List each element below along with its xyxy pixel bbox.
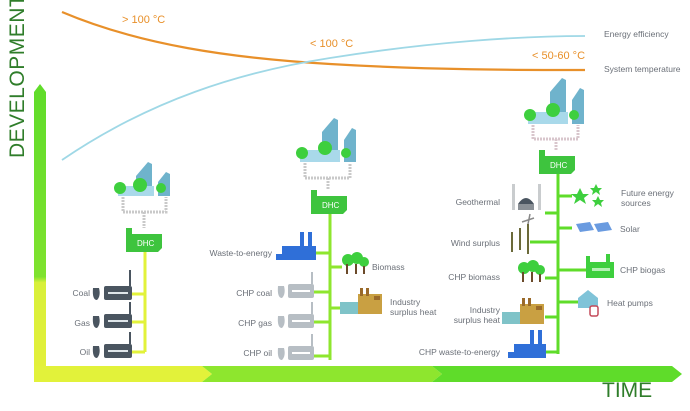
dhc-box bbox=[126, 228, 162, 252]
fossil-plant-icon bbox=[92, 332, 132, 358]
system-temperature-curve bbox=[61, 10, 586, 72]
energy-efficiency-curve bbox=[61, 35, 586, 161]
chp-plant-icon bbox=[277, 302, 314, 328]
source-label: Solar bbox=[620, 224, 640, 234]
time-axis-segment-2 bbox=[202, 366, 442, 382]
temperature-label-gen1: > 100 °C bbox=[122, 14, 166, 26]
dhc-label: DHC bbox=[550, 161, 568, 170]
trees-icon bbox=[342, 252, 369, 274]
chp-plant-icon bbox=[277, 272, 314, 298]
x-axis-label: TIME bbox=[602, 379, 653, 402]
source-label: Industry bbox=[390, 297, 421, 307]
city-icon bbox=[524, 78, 584, 124]
source-label: CHP gas bbox=[238, 318, 272, 328]
source-label: Future energy bbox=[621, 188, 674, 198]
source-label: Coal bbox=[72, 288, 90, 298]
solar-panel-icon bbox=[576, 222, 612, 232]
source-label: Oil bbox=[79, 347, 90, 357]
source-label: Biomass bbox=[372, 262, 405, 272]
geothermal-icon bbox=[512, 184, 541, 210]
temperature-label-gen2: < 100 °C bbox=[310, 38, 354, 50]
waste-plant-icon bbox=[508, 330, 546, 358]
chp-plant-icon bbox=[277, 334, 314, 360]
source-label: surplus heat bbox=[453, 315, 500, 325]
time-axis-segment-1 bbox=[34, 366, 212, 382]
source-label: CHP oil bbox=[243, 348, 272, 358]
source-label: Geothermal bbox=[455, 197, 500, 207]
temperature-label-gen3: < 50-60 °C bbox=[532, 50, 586, 62]
dhc-box bbox=[311, 190, 347, 214]
source-label: Heat pumps bbox=[607, 298, 653, 308]
generation-1: DHC bbox=[92, 162, 170, 358]
waste-plant-icon bbox=[276, 232, 316, 260]
source-label: CHP waste-to-energy bbox=[418, 347, 500, 357]
source-label: CHP coal bbox=[236, 288, 272, 298]
dhc-label: DHC bbox=[137, 239, 155, 248]
source-label: sources bbox=[621, 198, 651, 208]
factory-icon bbox=[502, 298, 544, 324]
factory-icon bbox=[340, 288, 382, 314]
source-label: CHP biogas bbox=[620, 265, 666, 275]
source-label: Waste-to-energy bbox=[209, 248, 272, 258]
heat-pump-icon bbox=[578, 290, 599, 317]
source-label: surplus heat bbox=[390, 307, 437, 317]
generation-3: DHC bbox=[502, 78, 614, 358]
generation-2: DHC bbox=[276, 118, 382, 360]
source-label: CHP biomass bbox=[448, 272, 500, 282]
source-label: Wind surplus bbox=[450, 238, 500, 248]
legend-energy-efficiency: Energy efficiency bbox=[604, 29, 669, 39]
city-icon bbox=[296, 118, 356, 162]
source-label: Gas bbox=[74, 318, 90, 328]
fossil-plant-icon bbox=[92, 270, 132, 300]
city-icon bbox=[114, 162, 170, 196]
time-axis-segment-3 bbox=[432, 366, 682, 382]
trees-icon bbox=[518, 260, 545, 282]
biogas-plant-icon bbox=[586, 254, 614, 278]
legend-system-temperature: System temperature bbox=[604, 64, 681, 74]
source-label: Industry bbox=[469, 305, 500, 315]
stars-icon bbox=[571, 184, 604, 207]
development-axis-arrow bbox=[34, 84, 46, 376]
wind-turbine-icon bbox=[511, 213, 535, 254]
dhc-box bbox=[539, 150, 575, 174]
dhc-label: DHC bbox=[322, 201, 340, 210]
fossil-plant-icon bbox=[92, 302, 132, 328]
y-axis-label: DEVELOPMENT bbox=[6, 0, 29, 158]
